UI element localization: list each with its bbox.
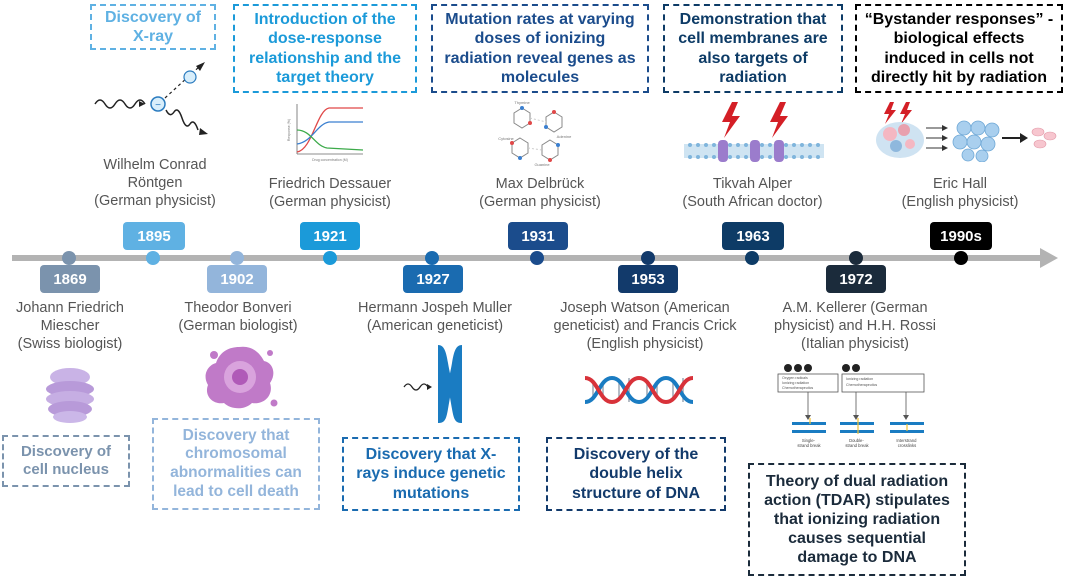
scientist-name-1921: Friedrich Dessauer (German physicist) bbox=[268, 176, 392, 210]
membrane-lightning-icon bbox=[684, 102, 824, 162]
scientist-name-1869: Johann Friedrich Miescher (Swiss biologi… bbox=[16, 300, 124, 352]
tdar-break-1: Single- strand break bbox=[797, 438, 821, 448]
label-line: strand break bbox=[797, 443, 821, 448]
x-ray-icon: − bbox=[94, 62, 208, 135]
year-badge-1895: 1895 bbox=[123, 222, 185, 250]
timeline-dot-1921 bbox=[323, 251, 337, 265]
year-badge-1927: 1927 bbox=[403, 265, 463, 293]
molecule-structure-icon: Thymine Adenine Cytosine Guanine bbox=[498, 100, 572, 167]
timeline-dot-1927 bbox=[425, 251, 439, 265]
discovery-box-1895: Discovery of X-ray bbox=[90, 4, 216, 50]
discovery-box-1927: Discovery that X- rays induce genetic mu… bbox=[342, 437, 520, 511]
chart-xlabel: Drug concentration (M) bbox=[312, 158, 348, 162]
timeline-dot-1902 bbox=[230, 251, 244, 265]
bystander-cells-icon bbox=[876, 102, 1057, 162]
discovery-box-1869: Discovery of cell nucleus bbox=[2, 435, 130, 487]
scientist-name-1990s: Eric Hall (English physicist) bbox=[901, 176, 1019, 210]
discovery-box-1931: Mutation rates at varying doses of ioniz… bbox=[431, 4, 649, 93]
year-badge-1972: 1972 bbox=[826, 265, 886, 293]
chromosome-icon bbox=[403, 345, 462, 423]
scientist-name-1931: Max Delbrück (German physicist) bbox=[479, 176, 601, 210]
discovery-box-1953: Discovery of the double helix structure … bbox=[546, 437, 726, 511]
label-line: strand break bbox=[845, 443, 869, 448]
dna-damage-diagram-icon: Oxygen radicals Ionizing radiation Chemo… bbox=[777, 364, 925, 448]
timeline-dot-1972 bbox=[849, 251, 863, 265]
tdar-left-item-1: Oxygen radicals bbox=[782, 376, 808, 380]
scientist-name-1895: Wilhelm Conrad Röntgen (German physicist… bbox=[94, 157, 216, 209]
dying-cell-icon bbox=[205, 346, 278, 409]
discovery-box-1963: Demonstration that cell membranes are al… bbox=[663, 4, 843, 93]
year-badge-1869: 1869 bbox=[40, 265, 100, 293]
tdar-left-item-2: Ionizing radiation bbox=[782, 381, 809, 385]
year-badge-1953: 1953 bbox=[618, 265, 678, 293]
timeline-dot-1990s bbox=[954, 251, 968, 265]
chart-ylabel: Response (%) bbox=[287, 119, 291, 141]
scientist-name-1963: Tikvah Alper (South African doctor) bbox=[682, 176, 823, 210]
scientist-name-1953: Joseph Watson (American geneticist) and … bbox=[553, 300, 737, 352]
year-badge-1902: 1902 bbox=[207, 265, 267, 293]
mol-label-4: Guanine bbox=[534, 162, 550, 167]
tdar-left-item-3: Chemotherapeutics bbox=[782, 386, 813, 390]
timeline-axis bbox=[12, 255, 1047, 261]
year-badge-1931: 1931 bbox=[508, 222, 568, 250]
scientist-name-1972: A.M. Kellerer (German physicist) and H.H… bbox=[774, 300, 936, 352]
tdar-right-item-1: Ionizing radiation bbox=[846, 377, 873, 381]
year-badge-1990s: 1990s bbox=[930, 222, 992, 250]
tdar-break-2: Double- strand break bbox=[845, 438, 869, 448]
timeline-dot-1953 bbox=[641, 251, 655, 265]
year-badge-1963: 1963 bbox=[722, 222, 784, 250]
dna-helix-icon bbox=[585, 375, 693, 405]
scientist-name-1902: Theodor Bonveri (German biologist) bbox=[178, 300, 298, 334]
discovery-box-1902: Discovery that chromosomal abnormalities… bbox=[152, 418, 320, 510]
timeline-arrowhead bbox=[1040, 248, 1058, 268]
discovery-box-1972: Theory of dual radiation action (TDAR) s… bbox=[748, 463, 966, 576]
year-badge-1921: 1921 bbox=[300, 222, 360, 250]
mol-label-3: Cytosine bbox=[498, 136, 514, 141]
svg-text:−: − bbox=[155, 100, 161, 111]
timeline-dot-1869 bbox=[62, 251, 76, 265]
discovery-box-1921: Introduction of the dose-response relati… bbox=[233, 4, 417, 93]
tdar-break-3: Interstrand crosslinks bbox=[896, 438, 917, 448]
nucleus-icon bbox=[46, 368, 94, 423]
timeline-dot-1895 bbox=[146, 251, 160, 265]
mol-label-2: Adenine bbox=[557, 134, 572, 139]
tdar-right-item-2: Chemotherapeutics bbox=[846, 383, 877, 387]
dose-response-chart-icon: Response (%) Drug concentration (M) bbox=[287, 104, 364, 162]
discovery-box-1990s: “Bystander responses” - biological effec… bbox=[855, 4, 1063, 93]
timeline-dot-1931 bbox=[530, 251, 544, 265]
mol-label-1: Thymine bbox=[514, 100, 530, 105]
scientist-name-1927: Hermann Jospeh Muller (American genetici… bbox=[358, 300, 512, 334]
timeline-dot-1963 bbox=[745, 251, 759, 265]
label-line: crosslinks bbox=[898, 443, 916, 448]
